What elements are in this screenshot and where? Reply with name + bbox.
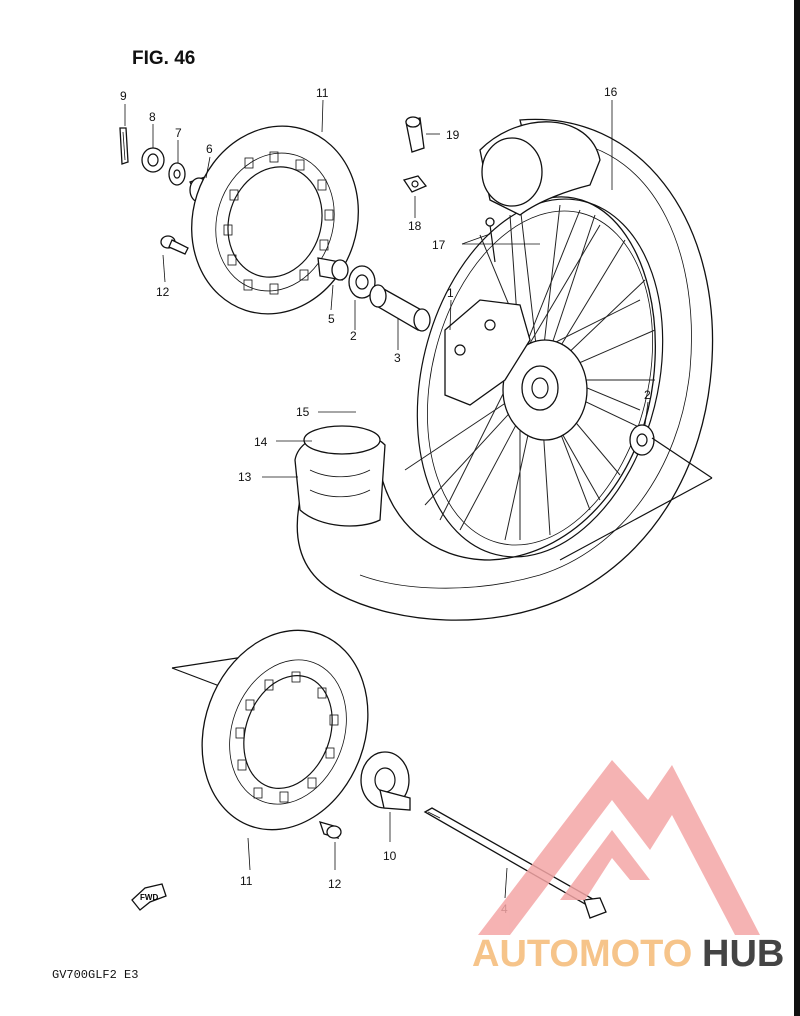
valve-cap-19 [405, 116, 425, 153]
rim-outer [416, 198, 664, 558]
callout-1: 1 [447, 286, 454, 300]
callout-19: 19 [446, 128, 460, 142]
brake-disc-lower [201, 629, 369, 831]
callout-11-lower: 11 [240, 874, 253, 888]
model-code: GV700GLF2 E3 [52, 968, 138, 982]
speedometer-gearbox-10 [360, 751, 411, 811]
callout-8: 8 [149, 110, 156, 124]
rim-band-end [481, 137, 543, 207]
page-border-right [794, 0, 800, 1016]
rim-band-pattern [309, 469, 371, 498]
callout-10: 10 [383, 849, 397, 863]
hub-body-part-1 [444, 299, 531, 406]
fwd-label: FWD [140, 893, 158, 902]
watermark-text-automoto: AUTOMOTO [472, 933, 692, 975]
leader-lines [124, 99, 649, 899]
tire [296, 118, 714, 621]
callouts: 9 8 7 6 11 12 5 2 3 1 19 18 17 16 15 14 … [120, 85, 651, 916]
figure-title: FIG. 46 [132, 48, 195, 69]
nut-8 [141, 147, 165, 173]
cotter-pin-9 [119, 127, 129, 165]
watermark-triangle [478, 760, 760, 935]
callout-12-lower: 12 [328, 877, 342, 891]
bearing-2-left [348, 265, 376, 299]
callout-7: 7 [175, 126, 182, 140]
fwd-arrow: FWD [131, 883, 167, 911]
spacer-3 [369, 284, 431, 332]
spacer-5 [317, 257, 349, 281]
callout-11-upper: 11 [316, 86, 329, 100]
callout-17: 17 [432, 238, 446, 252]
callout-6: 6 [206, 142, 213, 156]
hub-center [521, 365, 559, 411]
washer-7 [168, 162, 186, 186]
rim-band-lower-end [303, 425, 381, 455]
callout-2-right: 2 [644, 388, 651, 402]
watermark-logo [478, 760, 760, 935]
callout-9: 9 [120, 89, 127, 103]
callout-14: 14 [254, 435, 268, 449]
brake-disc-upper [191, 125, 359, 315]
hub-bore [531, 377, 549, 399]
bolt-12-lower [318, 821, 342, 839]
callout-18: 18 [408, 219, 422, 233]
callout-16: 16 [604, 85, 618, 99]
bearing-right [629, 424, 655, 456]
tire-inner-line [359, 139, 692, 589]
spoke-nipple [489, 224, 496, 263]
callout-12-upper: 12 [156, 285, 170, 299]
callout-5: 5 [328, 312, 335, 326]
callout-3: 3 [394, 351, 401, 365]
callout-13: 13 [238, 470, 252, 484]
front-wheel-assembly [294, 118, 714, 621]
callout-15: 15 [296, 405, 310, 419]
callout-2-left: 2 [350, 329, 357, 343]
bolt-12-top [160, 235, 189, 255]
rim-inner [427, 210, 653, 546]
watermark-text-hub: HUB [702, 933, 784, 975]
nut-18 [402, 175, 428, 193]
